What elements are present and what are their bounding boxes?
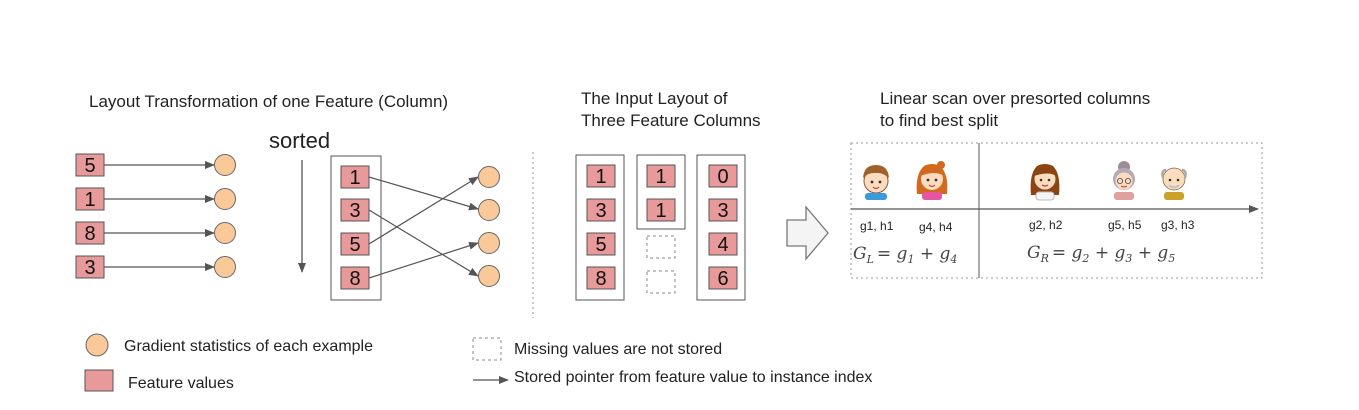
formula-gr: GR= g2 + g3 + g5 (1027, 243, 1175, 265)
feature-value-cell: 5 (75, 153, 105, 177)
unsorted-feature-column: 5 1 8 3 (75, 153, 105, 279)
panel3-title-line1: Linear scan over presorted columns (880, 89, 1150, 108)
sorted-label: sorted (269, 128, 330, 153)
svg-text:6: 6 (717, 268, 728, 290)
svg-text:Missing values are not stored: Missing values are not stored (514, 341, 722, 358)
svg-text:5: 5 (595, 234, 606, 256)
svg-text:8: 8 (349, 268, 360, 290)
feature-value-cell: 1 (75, 187, 105, 211)
panel-linear-scan: Linear scan over presorted columns to fi… (850, 89, 1263, 279)
gradient-circles-right (478, 166, 500, 287)
svg-text:1: 1 (349, 167, 360, 189)
feature-column-1: 1 3 5 8 (575, 154, 625, 301)
feature-value-cell: 5 (340, 232, 370, 256)
formula-gl: GL= g1 + g4 (853, 244, 957, 266)
feature-column-2: 1 1 (636, 154, 686, 294)
svg-text:3: 3 (84, 257, 95, 279)
transition-arrow-icon (786, 205, 829, 261)
girl-icon (916, 161, 948, 200)
panel-input-layout: The Input Layout of Three Feature Column… (575, 89, 829, 301)
missing-value-cell (646, 270, 676, 294)
legend-gradient: Gradient statistics of each example (85, 333, 373, 357)
svg-text:1: 1 (595, 166, 606, 188)
svg-text:4: 4 (717, 234, 728, 256)
panel2-title-line1: The Input Layout of (581, 89, 728, 108)
woman-icon (1030, 164, 1060, 201)
panel3-title-line2: to find best split (880, 111, 998, 130)
svg-text:5: 5 (84, 155, 95, 177)
grandmother-icon (1113, 161, 1135, 200)
legend-feature: Feature values (84, 369, 234, 392)
svg-text:0: 0 (717, 166, 728, 188)
label-g4-h4: g4, h4 (919, 220, 953, 234)
sorted-feature-column: 1 3 5 8 (330, 155, 382, 301)
legend-missing: Missing values are not stored (472, 337, 722, 361)
label-g1-h1: g1, h1 (860, 219, 894, 233)
svg-text:Gradient statistics of each ex: Gradient statistics of each example (124, 338, 373, 355)
feature-value-cell: 8 (340, 266, 370, 290)
svg-text:1: 1 (655, 200, 666, 222)
svg-text:3: 3 (595, 200, 606, 222)
feature-value-cell: 1 (340, 165, 370, 189)
feature-column-3: 0 3 4 6 (696, 154, 746, 301)
svg-text:3: 3 (349, 200, 360, 222)
label-g5-h5: g5, h5 (1108, 218, 1142, 232)
scan-region-box (850, 142, 1263, 279)
feature-value-cell: 3 (340, 198, 370, 222)
label-g2-h2: g2, h2 (1029, 218, 1063, 232)
svg-text:3: 3 (717, 200, 728, 222)
grandfather-icon (1161, 167, 1187, 200)
svg-text:1: 1 (655, 166, 666, 188)
legend-pointer: Stored pointer from feature value to ins… (473, 369, 872, 386)
pointer-arrows-sorted (368, 176, 479, 279)
boy-icon (863, 165, 889, 200)
feature-value-cell: 3 (75, 255, 105, 279)
panel-layout-transformation: Layout Transformation of one Feature (Co… (75, 92, 500, 301)
gradient-circles-left (214, 154, 236, 278)
svg-text:5: 5 (349, 234, 360, 256)
pointer-arrows-unsorted (104, 161, 215, 271)
svg-text:Stored pointer from feature va: Stored pointer from feature value to ins… (514, 369, 872, 386)
svg-text:Feature values: Feature values (128, 375, 234, 392)
missing-value-cell (646, 235, 676, 259)
panel1-title: Layout Transformation of one Feature (Co… (89, 92, 448, 111)
svg-text:8: 8 (595, 268, 606, 290)
feature-value-cell: 8 (75, 221, 105, 245)
legend: Gradient statistics of each example Feat… (84, 333, 872, 392)
label-g3-h3: g3, h3 (1161, 218, 1195, 232)
svg-text:8: 8 (84, 223, 95, 245)
svg-text:1: 1 (84, 189, 95, 211)
panel2-title-line2: Three Feature Columns (581, 111, 761, 130)
